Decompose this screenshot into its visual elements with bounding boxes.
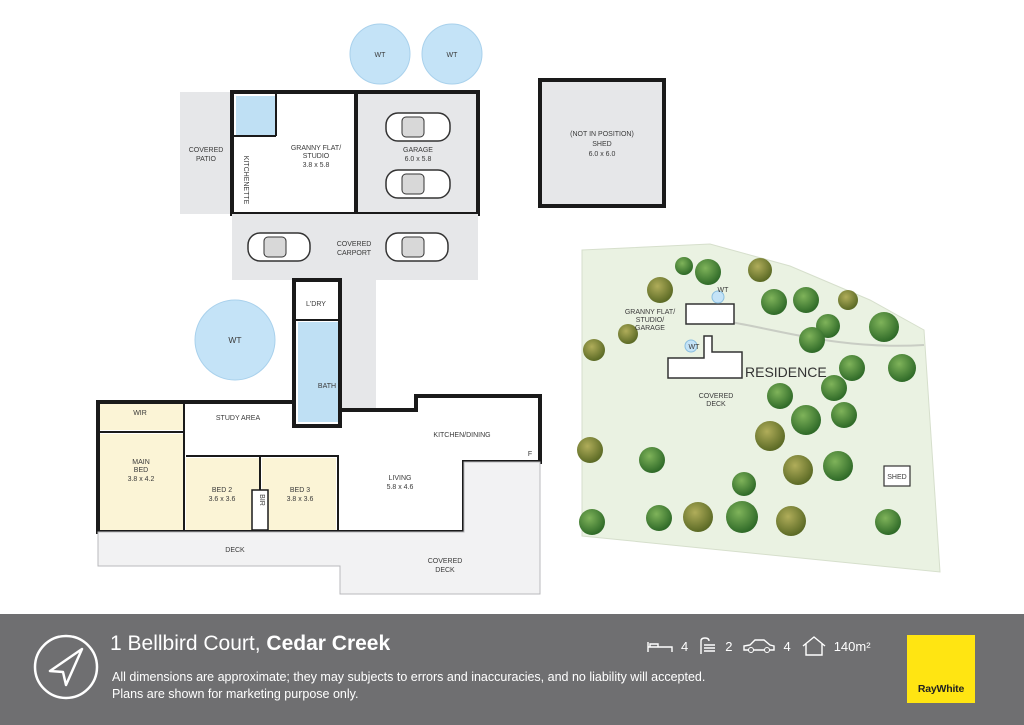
site-granny-label-3: GARAGE xyxy=(635,325,665,332)
site-wt-label-2: WT xyxy=(689,344,701,351)
site-residence-label: RESIDENCE xyxy=(745,364,827,380)
bath-label: BATH xyxy=(318,383,336,390)
site-wt-label: WT xyxy=(718,287,730,294)
disclaimer-text: All dimensions are approximate; they may… xyxy=(112,670,706,701)
laundry-label: L'DRY xyxy=(306,301,326,308)
bed3-label: BED 3 xyxy=(290,487,310,494)
stat-car-spaces: 4 xyxy=(742,638,791,654)
stat-bedrooms: 4 xyxy=(646,638,688,654)
site-residence xyxy=(667,335,743,379)
garage-label: GARAGE xyxy=(403,147,433,154)
breezeway-area xyxy=(338,280,376,408)
granny-flat-dims: 3.8 x 5.8 xyxy=(303,162,330,169)
granny-flat-label: GRANNY FLAT/ xyxy=(291,145,341,152)
car-icon xyxy=(247,232,311,262)
covered-deck-label: COVERED xyxy=(428,558,463,565)
living-label: LIVING xyxy=(389,475,412,482)
water-tank: WT xyxy=(194,299,276,381)
suburb: Cedar Creek xyxy=(266,632,391,655)
main-bed-label-2: BED xyxy=(134,467,148,474)
site-deck-label: COVERED xyxy=(699,393,734,400)
house-icon xyxy=(802,636,826,656)
main-bed-label: MAIN xyxy=(132,459,150,466)
property-stats: 4 2 4 140m² xyxy=(646,635,877,657)
bed2-label: BED 2 xyxy=(212,487,232,494)
site-water-tank xyxy=(711,290,725,304)
car-icon xyxy=(385,232,449,262)
land-area: 140m² xyxy=(833,638,871,654)
living-dims: 5.8 x 4.6 xyxy=(387,484,414,491)
carport-label-2: CARPORT xyxy=(337,250,372,257)
site-deck-label-2: DECK xyxy=(706,401,726,408)
bed3-room xyxy=(262,458,336,530)
bed3-dims: 3.8 x 3.6 xyxy=(287,496,314,503)
bathroom-count: 2 xyxy=(725,638,733,654)
ensuite-area xyxy=(236,96,276,136)
study-area-label: STUDY AREA xyxy=(216,415,261,422)
bedroom-count: 4 xyxy=(681,638,689,654)
carport-label: COVERED xyxy=(337,241,372,248)
shed-room xyxy=(538,78,666,208)
raywhite-logo: RayWhite xyxy=(907,635,975,703)
covered-patio-label: COVERED xyxy=(189,147,224,154)
main-bed-room xyxy=(100,434,184,530)
kitchen-dining-label: KITCHEN/DINING xyxy=(433,432,490,439)
shed-label: SHED xyxy=(592,141,611,148)
compass-icon xyxy=(33,634,99,700)
water-tank: WT xyxy=(421,23,483,85)
car-icon xyxy=(743,639,776,653)
wir-label: WIR xyxy=(133,410,147,417)
stat-bathrooms: 2 xyxy=(698,637,732,655)
shed-note: (NOT IN POSITION) xyxy=(570,131,634,138)
site-water-tank xyxy=(684,339,698,353)
property-address: 1 Bellbird Court, Cedar Creek xyxy=(110,632,390,656)
street-address: 1 Bellbird Court, xyxy=(110,632,261,655)
wir-room xyxy=(100,404,184,430)
shed-dims: 6.0 x 6.0 xyxy=(589,151,616,158)
fridge-label: F xyxy=(528,451,532,458)
covered-patio-area xyxy=(180,92,232,214)
covered-patio-label-2: PATIO xyxy=(196,156,217,163)
svg-text:WT: WT xyxy=(228,335,241,345)
garage-dims: 6.0 x 5.8 xyxy=(405,156,432,163)
car-icon xyxy=(385,112,451,142)
site-granny-label: GRANNY FLAT/ xyxy=(625,309,675,316)
brand-name: RayWhite xyxy=(917,683,965,695)
bed2-room xyxy=(186,458,260,530)
site-lot xyxy=(581,243,941,573)
water-tank: WT xyxy=(349,23,411,85)
bath-icon xyxy=(700,637,716,654)
covered-deck-label-2: DECK xyxy=(435,567,455,574)
svg-text:WT: WT xyxy=(375,52,387,59)
bir-closets xyxy=(251,489,269,531)
site-shed xyxy=(883,465,911,487)
stat-land-area: 140m² xyxy=(801,635,871,657)
car-space-count: 4 xyxy=(783,638,791,654)
site-shed-label: SHED xyxy=(887,474,906,481)
bed-icon xyxy=(647,642,673,652)
bir-label: BIR xyxy=(258,494,265,506)
floor-plan-and-site-plan: WT WT WT COVERED PATIO KITCHENETTE GRANN… xyxy=(96,23,941,595)
svg-text:WT: WT xyxy=(447,52,459,59)
car-icon xyxy=(385,169,451,199)
bed2-dims: 3.6 x 3.6 xyxy=(209,496,236,503)
deck-area xyxy=(97,461,541,595)
site-trees xyxy=(577,257,916,536)
granny-flat-label-2: STUDIO xyxy=(303,153,330,160)
footer-bar: 1 Bellbird Court, Cedar Creek All dimens… xyxy=(0,614,1024,725)
bath-area xyxy=(298,322,338,422)
site-granny-label-2: STUDIO/ xyxy=(636,317,664,324)
site-granny-flat xyxy=(685,303,735,325)
main-bed-dims: 3.8 x 4.2 xyxy=(128,476,155,483)
deck-label: DECK xyxy=(225,547,245,554)
kitchenette-label: KITCHENETTE xyxy=(242,156,249,205)
